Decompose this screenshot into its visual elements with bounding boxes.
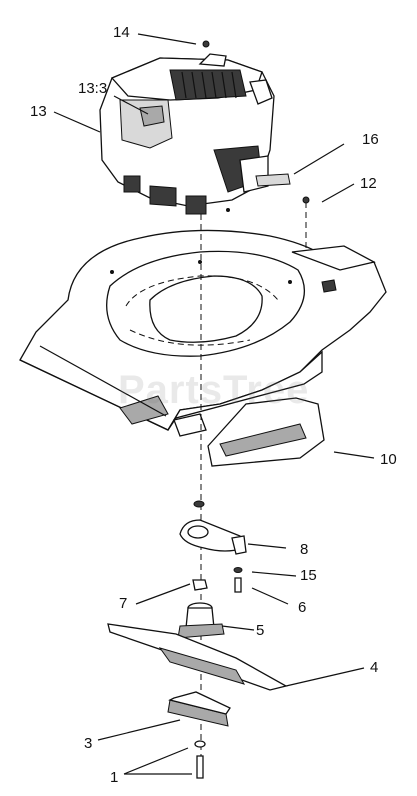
part-8-blade-adapter xyxy=(179,500,247,555)
part-1-bolt xyxy=(196,755,204,779)
part-16-plate xyxy=(255,173,291,187)
callout-14: 14 xyxy=(113,24,130,41)
part-14-bolt xyxy=(202,40,210,48)
part-15-washer xyxy=(233,567,243,573)
callout-7: 7 xyxy=(119,595,128,612)
part-1-washer xyxy=(194,740,206,748)
callout-10: 10 xyxy=(380,451,397,468)
callout-8: 8 xyxy=(300,541,309,558)
mower-deck-housing xyxy=(19,208,387,437)
part-4-blade xyxy=(107,623,288,691)
part-7-nut xyxy=(192,579,208,591)
callout-16: 16 xyxy=(362,131,379,148)
callout-5: 5 xyxy=(256,622,265,639)
callout-4: 4 xyxy=(370,659,379,676)
part-5-adapter xyxy=(177,602,225,639)
part-6-bolt xyxy=(234,577,242,593)
callout-12: 12 xyxy=(360,175,377,192)
callout-15: 15 xyxy=(300,567,317,584)
engine-part-13 xyxy=(99,53,275,215)
part-12-bolt xyxy=(302,196,310,204)
callout-3: 3 xyxy=(84,735,93,752)
callout-13-3: 13:3 xyxy=(78,80,108,97)
callout-13: 13 xyxy=(30,103,47,120)
callout-6: 6 xyxy=(298,599,307,616)
engine-cooling-fins xyxy=(181,71,237,99)
watermark: PartsTree xyxy=(118,368,310,412)
leader-lines xyxy=(53,33,375,775)
callout-1: 1 xyxy=(110,769,119,786)
